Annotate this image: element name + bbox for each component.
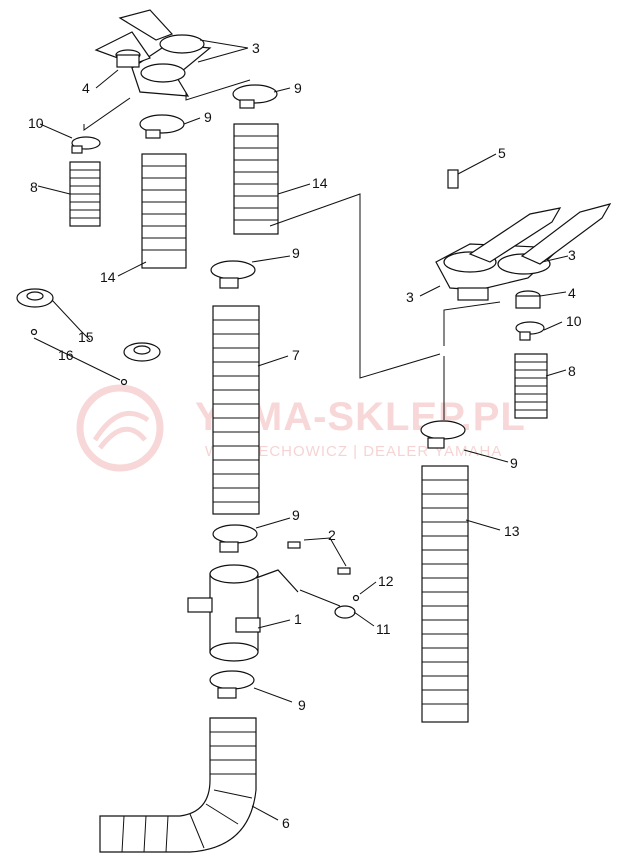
callout-4: 4 <box>568 285 576 301</box>
callout-13: 13 <box>504 523 520 539</box>
hose-clamp-9-right <box>420 420 466 449</box>
hose-7 <box>212 305 260 515</box>
watermark-subtitle: WOJCIECHOWICZ | DEALER YAMAHA <box>205 443 502 460</box>
clip-11 <box>334 605 356 619</box>
callout-9: 9 <box>292 507 300 523</box>
callout-5: 5 <box>498 145 506 161</box>
intake-duct-left <box>94 9 212 97</box>
grommet-4-top <box>115 49 141 68</box>
hose-14-right <box>233 123 279 235</box>
hose-clamp-9-center-low <box>209 670 255 699</box>
callout-2: 2 <box>328 527 336 543</box>
callout-3: 3 <box>568 247 576 263</box>
callout-9: 9 <box>294 80 302 96</box>
callout-15: 15 <box>78 329 94 345</box>
callout-12: 12 <box>378 573 394 589</box>
callout-8: 8 <box>568 363 576 379</box>
callout-16: 16 <box>58 347 74 363</box>
hose-clamp-9-center-top <box>210 260 256 289</box>
callout-3: 3 <box>406 289 414 305</box>
callout-6: 6 <box>282 815 290 831</box>
callout-4: 4 <box>82 80 90 96</box>
callout-9: 9 <box>204 109 212 125</box>
callout-9: 9 <box>292 245 300 261</box>
grommet-15-a <box>16 288 54 308</box>
callout-10: 10 <box>28 115 44 131</box>
screw-12 <box>352 594 360 602</box>
screw-5 <box>447 169 459 189</box>
watermark-logo-icon <box>76 384 164 472</box>
callout-1: 1 <box>294 611 302 627</box>
callout-9: 9 <box>510 455 518 471</box>
intake-duct-right <box>435 203 612 301</box>
screw-16-a <box>30 328 38 336</box>
callout-8: 8 <box>30 179 38 195</box>
callout-9: 9 <box>298 697 306 713</box>
hose-clamp-10-right <box>515 321 545 341</box>
hose-clamp-9-center-mid <box>212 524 258 553</box>
screw-2 <box>287 541 351 575</box>
grommet-4-right <box>515 290 541 309</box>
callout-11: 11 <box>376 621 391 637</box>
hose-14-left <box>141 153 187 269</box>
hose-clamp-10-left <box>71 136 101 154</box>
callout-7: 7 <box>292 347 300 363</box>
hose-clamp-9-top-b <box>139 114 185 139</box>
housing-1 <box>187 564 299 662</box>
hose-8-right <box>514 353 548 419</box>
hose-clamp-9-top-a <box>232 84 278 109</box>
callout-3: 3 <box>252 40 260 56</box>
callout-14: 14 <box>100 269 116 285</box>
screw-16-b <box>120 378 128 386</box>
callout-10: 10 <box>566 313 582 329</box>
callout-14: 14 <box>312 175 328 191</box>
hose-6-elbow <box>99 717 257 853</box>
callout-labels: 3 4 9 10 9 8 14 5 14 9 3 3 4 10 15 7 16 … <box>28 40 582 831</box>
grommet-15-b <box>123 342 161 362</box>
leader-lines <box>33 39 569 821</box>
hose-13 <box>421 465 469 723</box>
hose-8-left <box>69 161 101 227</box>
